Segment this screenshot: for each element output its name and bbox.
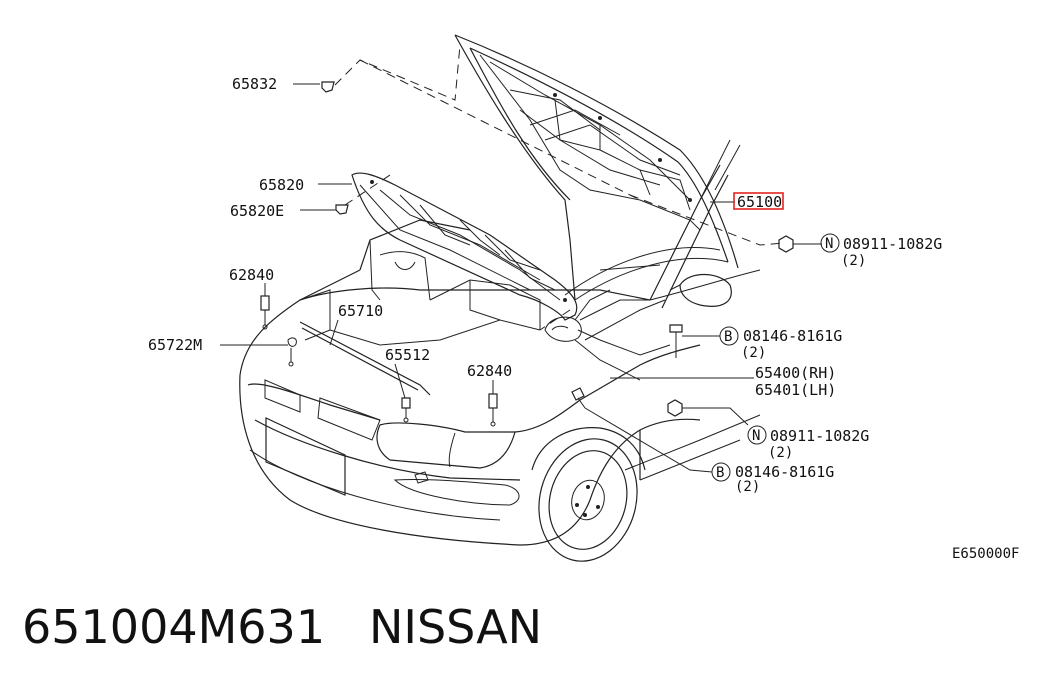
bolt-symbol-top-letter: B <box>724 329 732 345</box>
hood-insulator <box>351 172 578 321</box>
label-08911-lower: 08911-1082G <box>770 427 869 445</box>
bolt-symbol-lower <box>711 462 731 482</box>
label-65722m: 65722M <box>148 336 202 354</box>
caption-part-number: 651004M631 <box>22 600 326 654</box>
label-08146-top: 08146-8161G <box>743 327 842 345</box>
label-65400: 65400(RH) <box>755 364 836 382</box>
qty-08146-lower: (2) <box>735 479 760 495</box>
caption-brand: NISSAN <box>368 600 543 654</box>
highlight-box <box>733 192 784 210</box>
bumper-stop-left-icon <box>260 295 270 311</box>
label-65820: 65820 <box>259 176 304 194</box>
reference-code: E650000F <box>952 546 1019 562</box>
bolt-top-icon <box>669 324 683 333</box>
nut-lower-icon <box>667 399 683 417</box>
label-65832: 65832 <box>232 75 277 93</box>
clip-65832-icon <box>321 81 335 93</box>
nut-symbol-top-letter: N <box>825 236 833 252</box>
bolt-symbol-top <box>719 326 739 346</box>
qty-08911-top: (2) <box>841 253 866 269</box>
label-65401: 65401(LH) <box>755 381 836 399</box>
rod-holder-icon <box>401 397 411 409</box>
nut-symbol-lower <box>747 425 767 445</box>
label-65100: 65100 <box>737 193 782 211</box>
part-caption: 651004M631 NISSAN <box>22 600 542 654</box>
caption-gap <box>325 600 369 654</box>
label-08911-top: 08911-1082G <box>843 235 942 253</box>
bolt-symbol-lower-letter: B <box>716 465 724 481</box>
small-parts <box>260 81 794 427</box>
label-62840-left: 62840 <box>229 266 274 284</box>
nut-top-icon <box>778 235 794 253</box>
bumper-stop-right-icon <box>488 393 498 409</box>
nut-symbol-lower-letter: N <box>752 428 760 444</box>
vehicle-body <box>239 139 761 562</box>
label-65820e: 65820E <box>230 202 284 220</box>
leader-lines <box>220 83 822 473</box>
label-65512: 65512 <box>385 346 430 364</box>
qty-08146-top: (2) <box>741 345 766 361</box>
parts-diagram: 65832 65820 65820E 62840 65722M 65710 65… <box>148 34 1019 562</box>
hood-panel <box>454 34 739 301</box>
qty-08911-lower: (2) <box>768 445 793 461</box>
label-65710: 65710 <box>338 302 383 320</box>
nut-symbol-top <box>820 233 840 253</box>
label-08146-lower: 08146-8161G <box>735 463 834 481</box>
callout-labels: 65832 65820 65820E 62840 65722M 65710 65… <box>148 75 1019 562</box>
assembly-lines <box>334 44 786 331</box>
clip-65820e-icon <box>335 204 349 215</box>
label-62840-right: 62840 <box>467 362 512 380</box>
bolt-lower-icon <box>571 387 585 401</box>
